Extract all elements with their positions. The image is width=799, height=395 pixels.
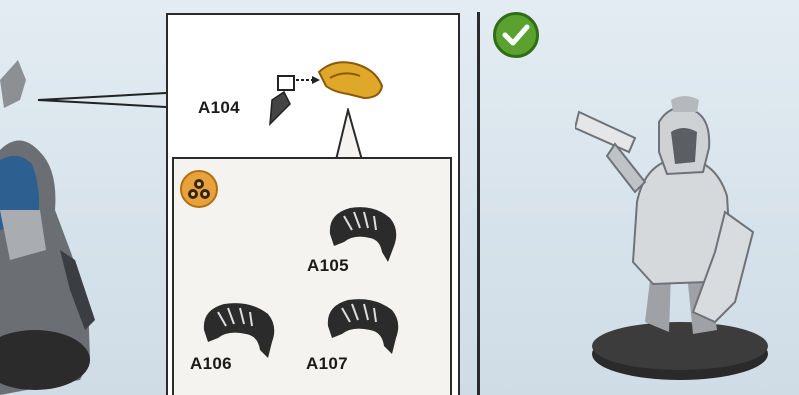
- part-label-a106: A106: [190, 354, 232, 374]
- left-miniature-image: [0, 60, 110, 395]
- assembled-miniature-image: [575, 92, 775, 382]
- checkmark-icon: [493, 12, 539, 58]
- part-a107-image: [322, 292, 406, 360]
- optional-parts-icon: [180, 170, 218, 208]
- part-label-a107: A107: [306, 354, 348, 374]
- part-label-a104: A104: [198, 98, 240, 118]
- panel-divider: [477, 12, 480, 395]
- part-a104-image: [264, 60, 394, 138]
- callout-notch: [334, 108, 364, 160]
- part-label-a105: A105: [307, 256, 349, 276]
